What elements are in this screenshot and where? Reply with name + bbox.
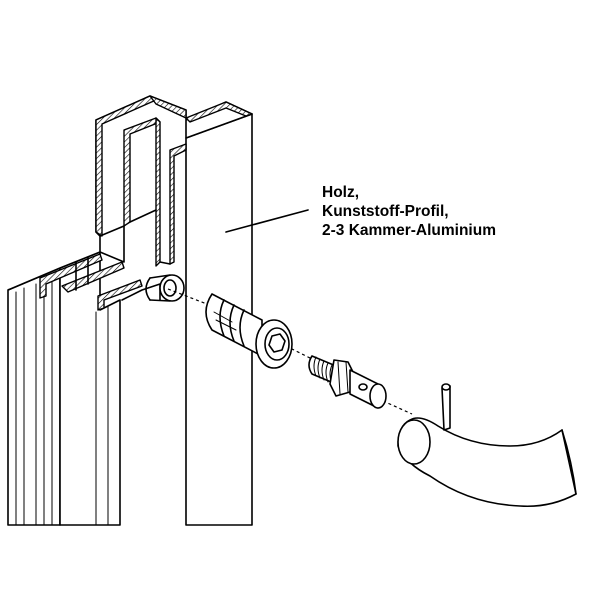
assembly-axis: [167, 288, 213, 307]
expansion-dowel: [205, 293, 293, 369]
label-line-wood: Holz,: [322, 184, 360, 201]
handle-grip: [397, 383, 577, 508]
frame-profile: [7, 95, 253, 526]
label-line-plastic-profile: Kunststoff-Profil,: [322, 203, 449, 220]
label-line-aluminium: 2-3 Kammer-Aluminium: [322, 222, 496, 239]
material-label: Holz, Kunststoff-Profil, 2-3 Kammer-Alum…: [322, 183, 496, 240]
label-leader-line: [225, 209, 309, 233]
threaded-pin: [308, 355, 387, 409]
